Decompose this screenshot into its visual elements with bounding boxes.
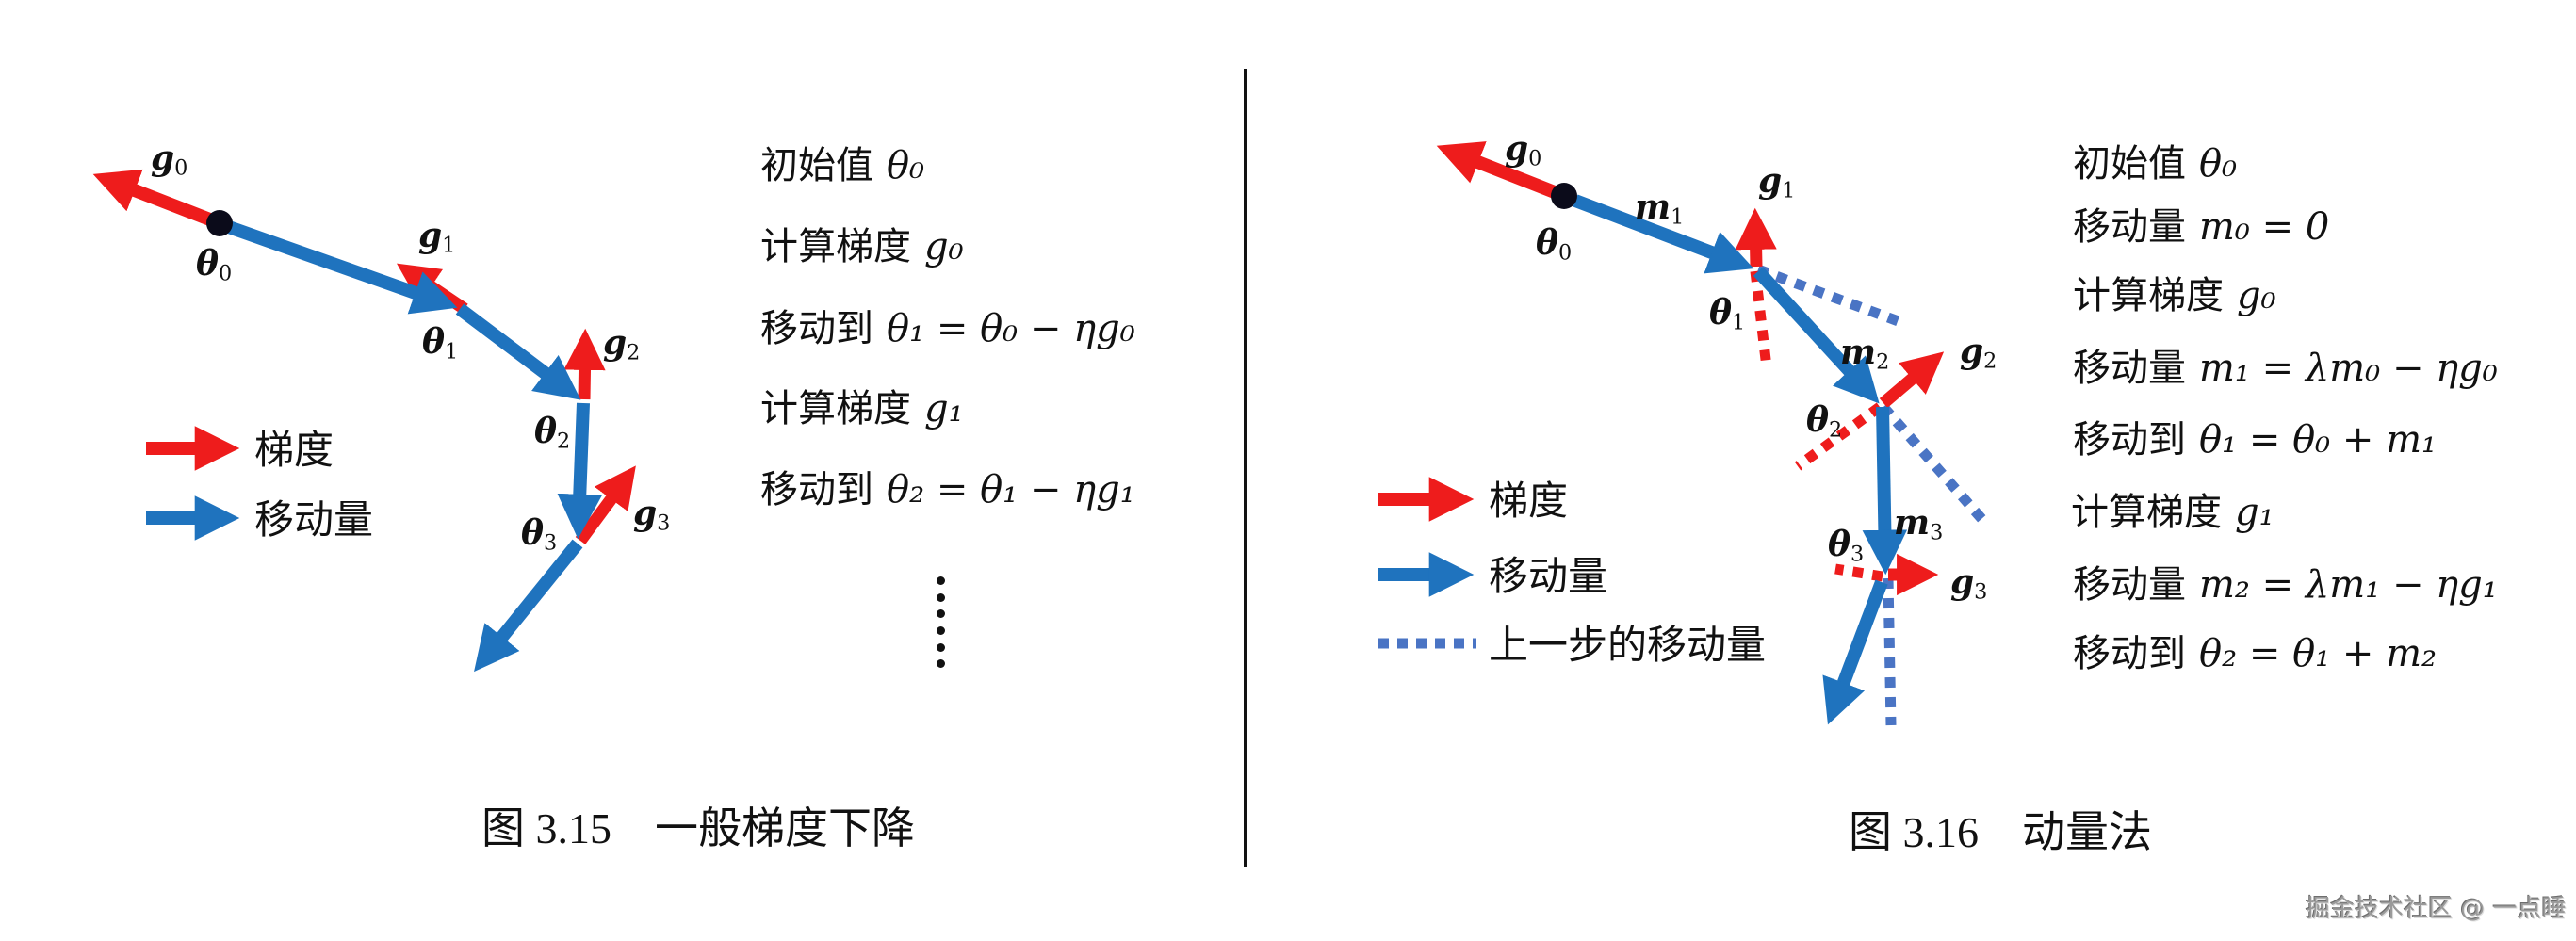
label-g1: g1 <box>418 216 456 258</box>
label-g1: g1 <box>1758 161 1796 203</box>
legend-movement-label: 移动量 <box>1489 553 1608 599</box>
caption-figure-3-16: 图 3.16 动量法 <box>1849 808 2152 856</box>
neg-gradient-dotted-1 <box>1750 270 1772 368</box>
movement-arrow-4 <box>474 539 583 673</box>
legend-movement-label: 移动量 <box>254 496 374 543</box>
start-point-theta0 <box>206 210 233 236</box>
left-trajectory <box>92 169 636 673</box>
movement-arrow-m2 <box>1753 267 1880 404</box>
label-theta2: θ2 <box>534 412 571 454</box>
legend-gradient-label: 梯度 <box>254 427 334 473</box>
label-theta0: θ0 <box>196 244 233 286</box>
label-m2: m2 <box>1840 333 1890 375</box>
prev-movement-dotted-1 <box>1756 264 1905 329</box>
label-g3: g3 <box>633 494 671 536</box>
prev-movement-dotted-2 <box>1879 403 1990 527</box>
movement-arrow-3 <box>557 402 603 540</box>
label-m3: m3 <box>1894 503 1944 545</box>
legend-prev-movement-label: 上一步的移动量 <box>1489 622 1767 668</box>
legend-gradient-label: 梯度 <box>1489 478 1569 524</box>
movement-arrow-2 <box>455 303 581 400</box>
prev-movement-dotted-3 <box>1883 577 1897 726</box>
label-g0: g0 <box>151 138 188 181</box>
gradient-arrow-g3 <box>575 465 636 544</box>
neg-gradient-dotted-2 <box>1794 402 1883 471</box>
movement-arrow-m3 <box>1862 406 1908 576</box>
label-g2: g2 <box>603 323 641 365</box>
neg-gradient-dotted-3 <box>1834 563 1883 582</box>
figure-divider <box>1244 69 1247 867</box>
label-m1: m1 <box>1635 187 1685 230</box>
gradient-arrow-g0 <box>92 169 222 230</box>
label-g0: g0 <box>1505 129 1542 171</box>
movement-arrow-m1 <box>1573 194 1754 274</box>
continuation-dots <box>937 576 948 676</box>
label-theta3: θ3 <box>521 513 558 556</box>
label-theta2: θ2 <box>1806 400 1843 443</box>
label-theta3: θ3 <box>1828 525 1865 567</box>
caption-figure-3-15: 图 3.15 一般梯度下降 <box>481 804 915 852</box>
right-trajectory <box>1436 141 1990 726</box>
movement-arrow-1 <box>223 219 458 315</box>
gradient-arrow-g2 <box>1879 351 1945 408</box>
watermark: 掘金技术社区 @ 一点睡 <box>2306 895 2567 923</box>
label-theta1: θ1 <box>1709 293 1746 335</box>
label-g3: g3 <box>1950 562 1988 605</box>
label-theta0: θ0 <box>1536 223 1573 266</box>
label-theta1: θ1 <box>422 322 459 365</box>
gradient-arrow-g0 <box>1436 141 1567 203</box>
gradient-arrow-g1 <box>1735 207 1777 268</box>
start-point-theta0 <box>1551 183 1577 209</box>
label-g2: g2 <box>1960 332 1997 374</box>
movement-arrow-m4 <box>1822 579 1888 725</box>
gradient-arrow-g2 <box>563 328 606 400</box>
